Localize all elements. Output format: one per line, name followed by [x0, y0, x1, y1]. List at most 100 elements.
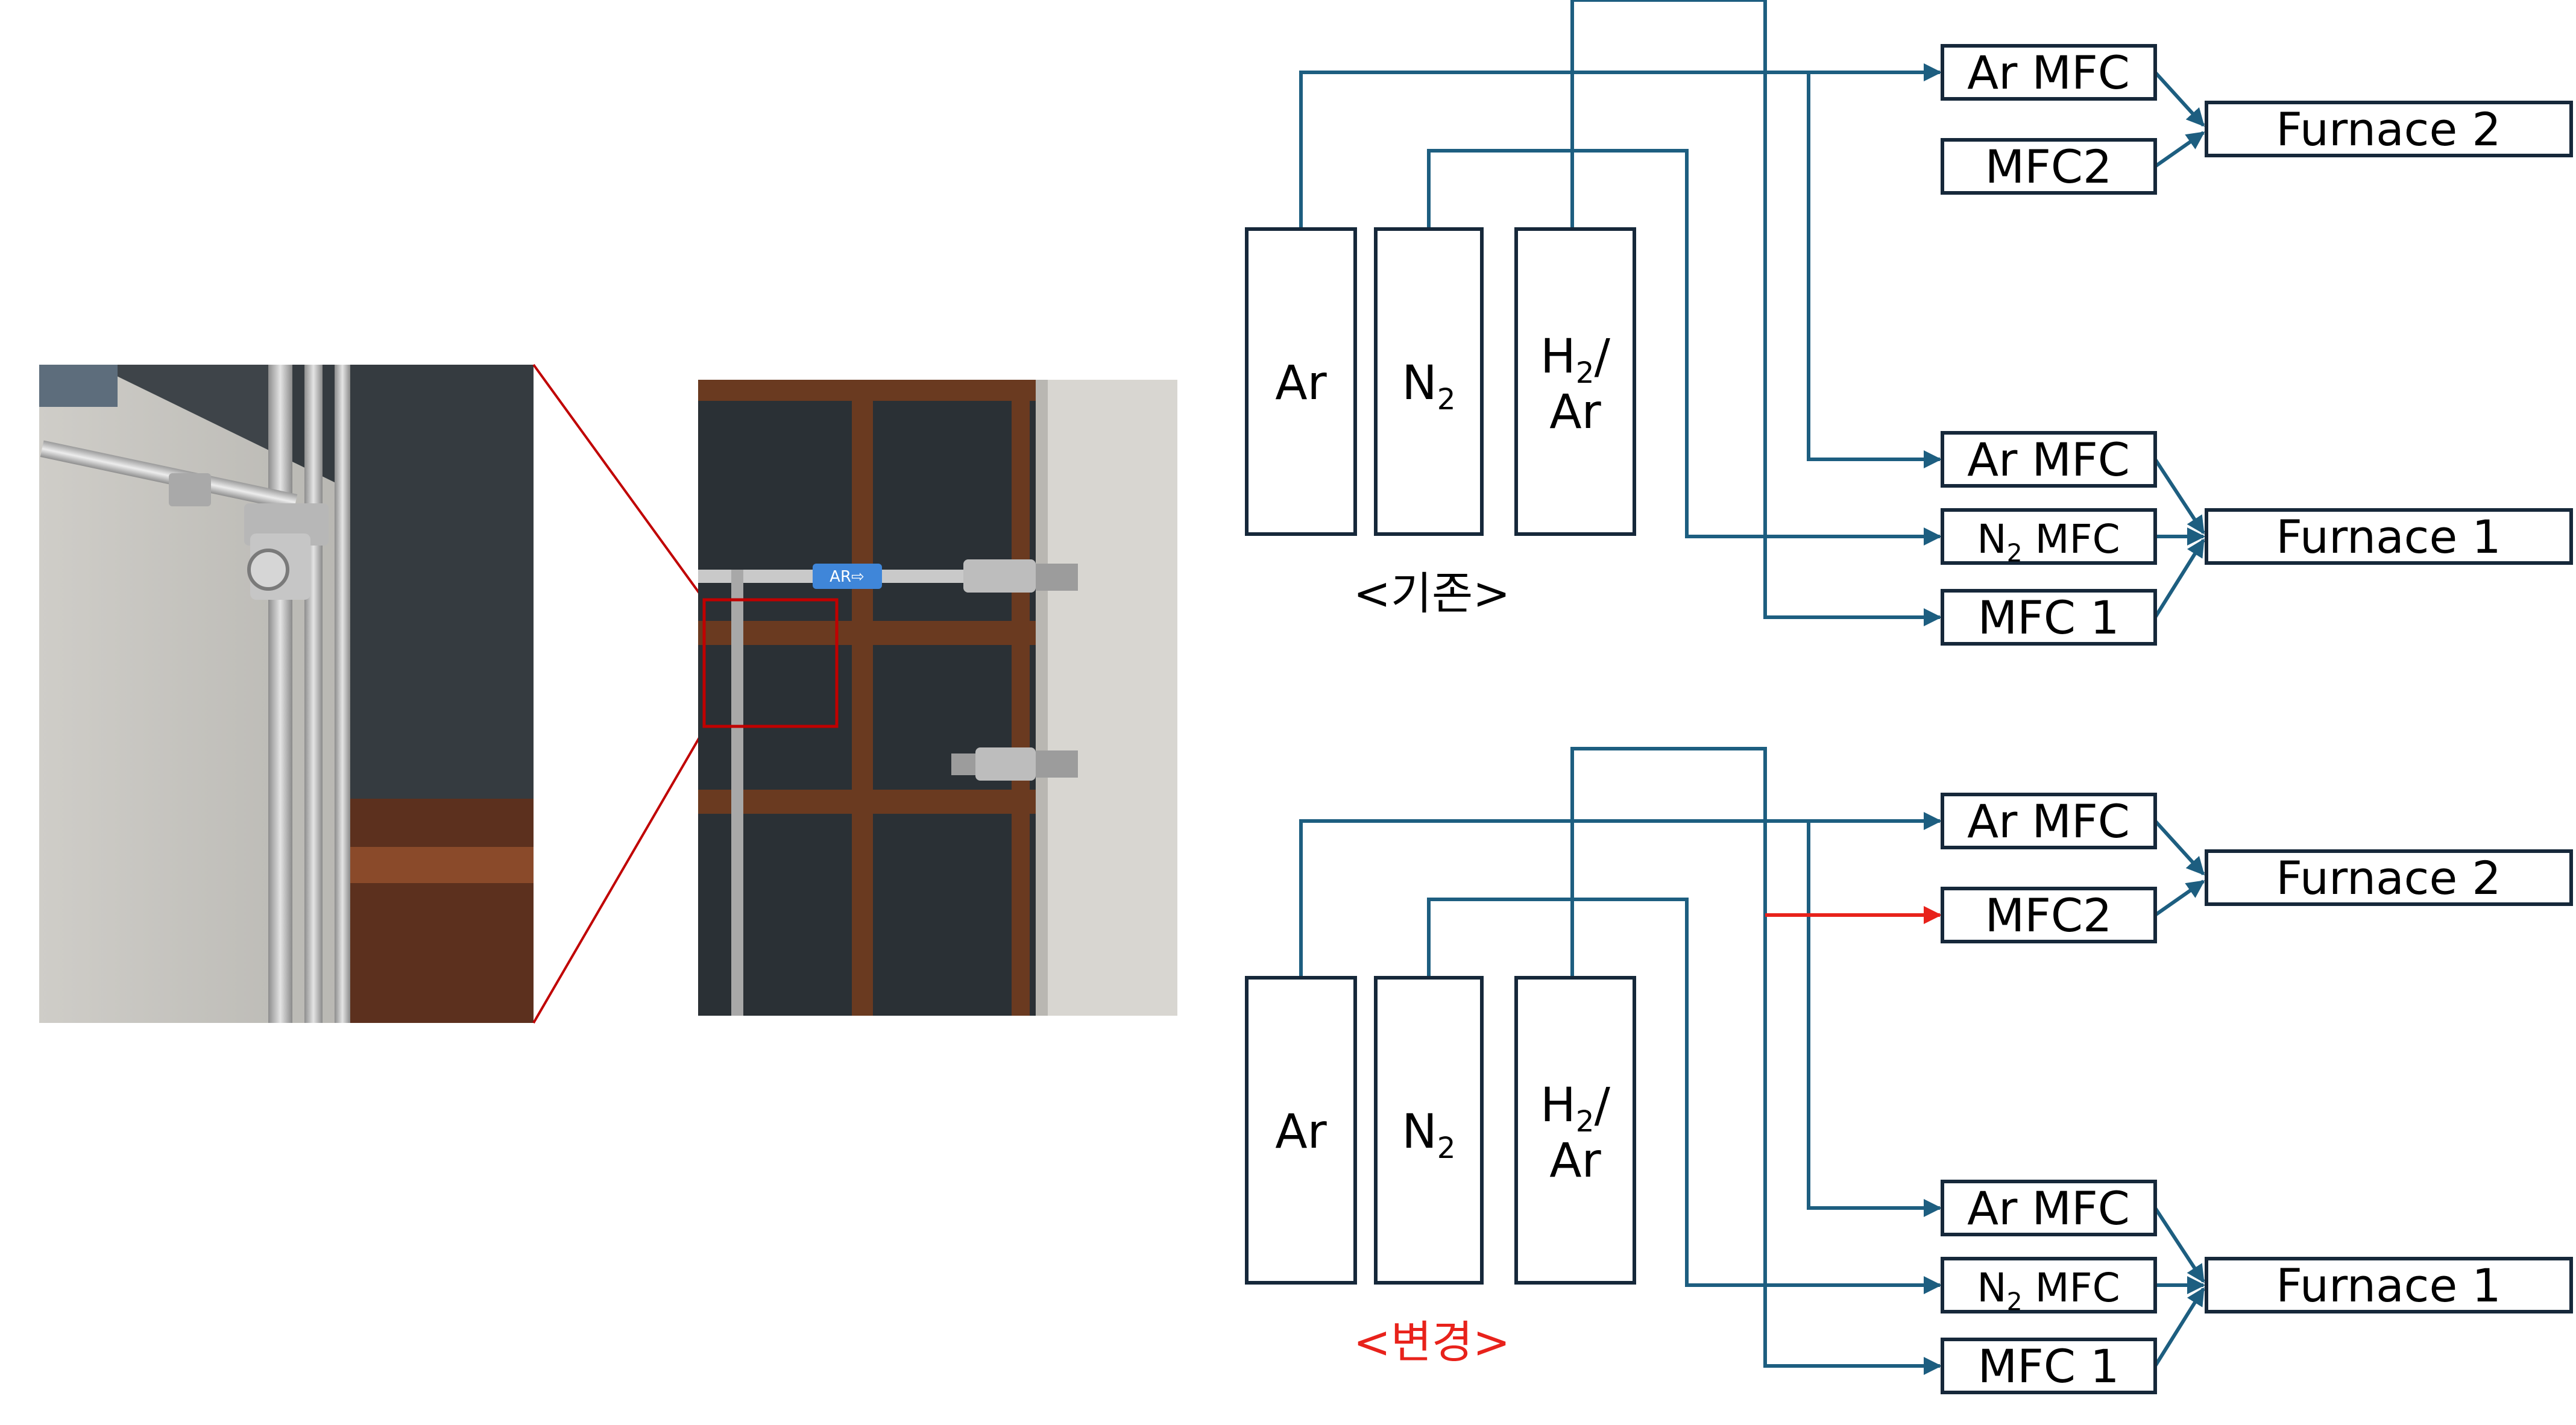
cylinder-h2ar-label-subscript: 2 [1576, 1105, 1595, 1139]
mfc-f1_ar-label-main: Ar MFC [1967, 1181, 2130, 1235]
cylinder-ar-label: Ar [1275, 356, 1327, 411]
pipe-ar-mfc-to-furnace2 [2153, 71, 2205, 127]
mfc-f1_mfc1-label: MFC 1 [1978, 1339, 2120, 1393]
cylinder-h2ar-label-line2: Ar [1549, 385, 1601, 439]
furnace2-label: Furnace 2 [2276, 102, 2501, 156]
furnace1-label: Furnace 1 [2276, 510, 2501, 564]
furnace-box-furnace2 [2205, 101, 2573, 157]
pipe-ar-to-furnace2-ar-mfc [1299, 63, 1942, 229]
closeup-photo-art [39, 365, 534, 1023]
pipe-ar-mfc-to-furnace2 [2153, 819, 2205, 876]
furnace2-label: Furnace 2 [2276, 851, 2501, 905]
cylinder-ar-label-main: Ar [1275, 1105, 1327, 1159]
mfc-f1_n2-label-subscript: 2 [2007, 539, 2023, 568]
mfc-f2_mfc2-label: MFC2 [1985, 889, 2112, 942]
cylinder-h2ar-label-main: H [1540, 1078, 1576, 1133]
mfc-f2_mfc2-label-main: MFC2 [1985, 140, 2112, 193]
pipe-ar-to-furnace1-ar-mfc [1807, 821, 1942, 1217]
mfc-f1_ar-label: Ar MFC [1967, 1181, 2130, 1235]
mfc-box-f1_mfc1 [1941, 589, 2157, 646]
mfc-f1_n2-label: N2 MFC [1977, 1265, 2120, 1316]
cylinder-ar [1245, 976, 1357, 1285]
mfc-f1_n2-label-main: N [1977, 1265, 2006, 1311]
cylinder-ar [1245, 227, 1357, 536]
diagram-caption-existing: <기존> [1353, 568, 1510, 620]
mfc-box-f2_mfc2 [1941, 887, 2157, 943]
ar-tag-label: AR⇨ [830, 568, 864, 586]
cylinder-h2ar-label-suffix: / [1595, 330, 1611, 384]
overview-photo: AR⇨ [698, 380, 1177, 1016]
furnace-box-furnace1 [2205, 508, 2573, 565]
furnace1-label-main: Furnace 1 [2276, 510, 2501, 564]
cylinder-ar-label-main: Ar [1275, 356, 1327, 411]
mfc-f1_ar-label-main: Ar MFC [1967, 433, 2130, 486]
cylinder-n2-label-subscript: 2 [1437, 383, 1456, 417]
diagram-caption-changed: <변경> [1353, 1316, 1510, 1368]
pipe-mfc1-to-furnace1 [2153, 1287, 2205, 1367]
pipe-ar-mfc-to-furnace1 [2153, 1207, 2205, 1283]
pipe-ar-to-furnace2-ar-mfc [1299, 812, 1942, 978]
mfc-box-f2_mfc2 [1941, 138, 2157, 195]
mfc-box-f1_mfc1 [1941, 1338, 2157, 1394]
zoom-line-top [532, 363, 705, 601]
mfc-f1_n2-label-main: N [1977, 516, 2006, 562]
furnace2-label-main: Furnace 2 [2276, 851, 2501, 905]
mfc-box-f1_n2 [1941, 508, 2157, 565]
furnace1-label-main: Furnace 1 [2276, 1259, 2501, 1312]
mfc-f2_ar-label: Ar MFC [1967, 794, 2130, 848]
cylinder-ar-label: Ar [1275, 1105, 1327, 1159]
furnace1-label: Furnace 1 [2276, 1259, 2501, 1312]
cylinder-h2ar [1514, 227, 1636, 536]
ar-tag [813, 564, 882, 589]
mfc-f1_mfc1-label-main: MFC 1 [1978, 591, 2120, 644]
cylinder-n2 [1374, 976, 1484, 1285]
mfc-f2_ar-label: Ar MFC [1967, 46, 2130, 99]
cylinder-n2-label-main: N [1402, 356, 1437, 411]
pipe-mfc1-to-furnace1 [2153, 538, 2205, 618]
pipe-h2ar-to-mfc1 [1570, 0, 1942, 626]
cylinder-h2ar-label-main: H [1540, 330, 1576, 384]
cylinder-n2-label-main: N [1402, 1105, 1437, 1159]
mfc-f2_ar-label-main: Ar MFC [1967, 794, 2130, 848]
mfc-f1_n2-label-suffix: MFC [2023, 516, 2120, 562]
pipe-ar-mfc-to-furnace1 [2153, 458, 2205, 535]
furnace-box-furnace1 [2205, 1257, 2573, 1313]
cylinder-n2-label: N2 [1402, 356, 1455, 417]
cylinder-h2ar [1514, 976, 1636, 1285]
cylinder-n2-label: N2 [1402, 1105, 1455, 1165]
mfc-f1_n2-label: N2 MFC [1977, 516, 2120, 568]
mfc-box-f2_ar [1941, 44, 2157, 101]
cylinder-h2ar-label: H2/ [1540, 1078, 1610, 1139]
mfc-box-f1_ar [1941, 431, 2157, 488]
pipe-mfc2-to-furnace2 [2154, 131, 2205, 168]
pipe-n2-to-n2-mfc [1427, 149, 1942, 546]
cylinder-n2 [1374, 227, 1484, 536]
mfc-f1_n2-label-suffix: MFC [2023, 1265, 2120, 1311]
mfc-f1_mfc1-label: MFC 1 [1978, 591, 2120, 644]
cylinder-h2ar-label-subscript: 2 [1576, 356, 1595, 390]
mfc-f2_ar-label-main: Ar MFC [1967, 46, 2130, 99]
mfc-box-f2_ar [1941, 793, 2157, 849]
mfc-f1_n2-label-subscript: 2 [2007, 1288, 2023, 1316]
mfc-f1_ar-label: Ar MFC [1967, 433, 2130, 486]
mfc-box-f1_n2 [1941, 1257, 2157, 1313]
mfc-f2_mfc2-label: MFC2 [1985, 140, 2112, 193]
mfc-f2_mfc2-label-main: MFC2 [1985, 889, 2112, 942]
zoom-line-bottom [532, 728, 705, 1024]
cylinder-n2-label-subscript: 2 [1437, 1131, 1456, 1165]
cylinder-h2ar-label-line2: Ar [1549, 1134, 1601, 1188]
overview-photo-art: AR⇨ [698, 380, 1177, 1016]
furnace-box-furnace2 [2205, 849, 2573, 906]
pipe-ar-to-furnace1-ar-mfc [1807, 72, 1942, 468]
mfc-box-f1_ar [1941, 1180, 2157, 1236]
zoom-box [702, 598, 839, 728]
pipe-h2ar-to-mfc1 [1570, 747, 1942, 1375]
mfc-f1_mfc1-label-main: MFC 1 [1978, 1339, 2120, 1393]
pipe-mfc2-to-furnace2 [2154, 879, 2205, 917]
cylinder-h2ar-label-suffix: / [1595, 1078, 1611, 1133]
